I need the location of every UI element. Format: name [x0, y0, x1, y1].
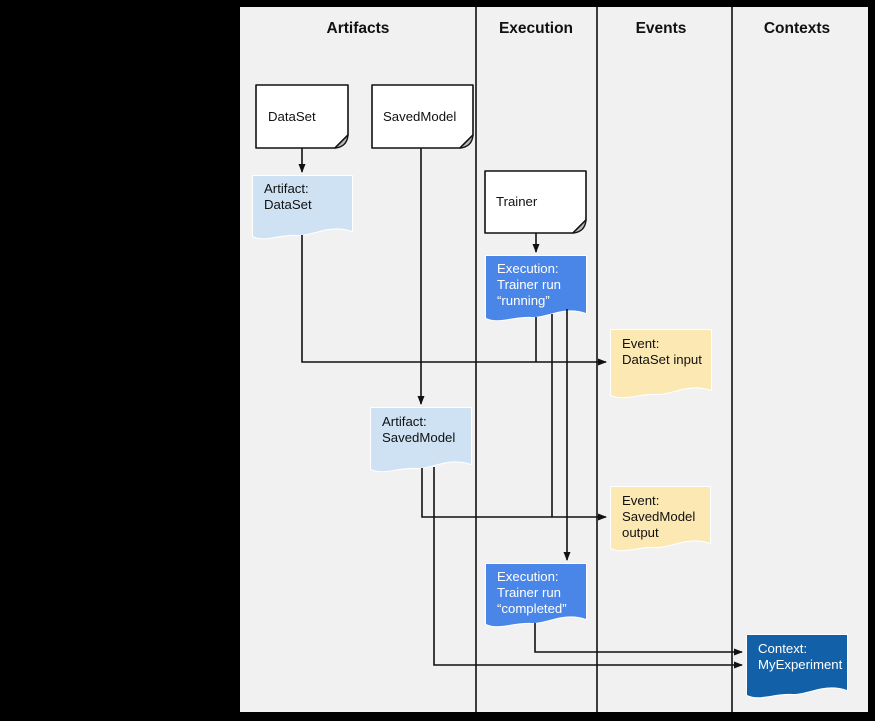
column-header-execution: Execution: [499, 20, 573, 37]
node-event-savedmodel-output: Event: SavedModel output: [610, 486, 711, 552]
node-savedmodel: SavedModel: [371, 84, 474, 149]
node-execution-completed: Execution: Trainer run “completed”: [485, 563, 587, 628]
edge-artifact-savedmodel-to-context: [433, 467, 743, 669]
column-headers: Artifacts Execution Events Contexts: [327, 20, 831, 37]
node-label: SavedModel: [383, 109, 456, 124]
node-trainer: Trainer: [484, 170, 587, 234]
node-label-line: SavedModel: [382, 430, 455, 445]
node-label-line: “completed”: [497, 601, 567, 616]
node-label-line: SavedModel: [622, 509, 695, 524]
diagram-canvas: Artifacts Execution Events Contexts Data…: [240, 7, 868, 712]
node-label-line: Artifact:: [264, 181, 309, 196]
node-label-line: Trainer run: [497, 277, 561, 292]
node-label-line: Execution:: [497, 261, 559, 276]
wave-shape: [485, 255, 587, 322]
page-fold-icon: [459, 134, 474, 149]
node-label-line: Execution:: [497, 569, 559, 584]
wave-shape: [746, 634, 848, 699]
node-label-line: Context:: [758, 641, 807, 656]
node-label-line: MyExperiment: [758, 657, 843, 672]
column-header-events: Events: [636, 20, 687, 37]
wave-shape: [610, 329, 712, 399]
node-label: Trainer: [496, 194, 538, 209]
page-fold-icon: [334, 134, 349, 149]
column-header-contexts: Contexts: [764, 20, 830, 37]
node-label-line: output: [622, 525, 659, 540]
node-label-line: Event:: [622, 493, 659, 508]
node-label: DataSet: [268, 109, 316, 124]
wave-shape: [370, 407, 472, 473]
edge-artifact-savedmodel-to-event-savedmodel-output: [421, 468, 607, 521]
node-artifact-savedmodel: Artifact: SavedModel: [370, 407, 472, 473]
node-label-line: “running”: [497, 293, 550, 308]
page-fold-icon: [572, 219, 587, 234]
column-header-artifacts: Artifacts: [327, 20, 390, 37]
edge-execution-completed-to-context: [534, 623, 743, 656]
node-event-dataset-input: Event: DataSet input: [610, 329, 712, 399]
node-context-myexperiment: Context: MyExperiment: [746, 634, 848, 699]
node-execution-running: Execution: Trainer run “running”: [485, 255, 587, 322]
wave-shape: [252, 175, 353, 240]
node-label-line: DataSet input: [622, 352, 702, 367]
node-dataset: DataSet: [255, 84, 349, 149]
wave-shape: [485, 563, 587, 628]
node-label-line: Trainer run: [497, 585, 561, 600]
edge-artifact-dataset-to-event-dataset-input: [301, 235, 607, 366]
mlmd-flow-diagram: Artifacts Execution Events Contexts Data…: [252, 7, 848, 712]
node-artifact-dataset: Artifact: DataSet: [252, 175, 353, 240]
column-dividers: [475, 7, 733, 712]
wave-shape: [610, 486, 711, 552]
node-label-line: Event:: [622, 336, 659, 351]
connectors: [298, 148, 743, 669]
node-label-line: DataSet: [264, 197, 312, 212]
node-label-line: Artifact:: [382, 414, 427, 429]
